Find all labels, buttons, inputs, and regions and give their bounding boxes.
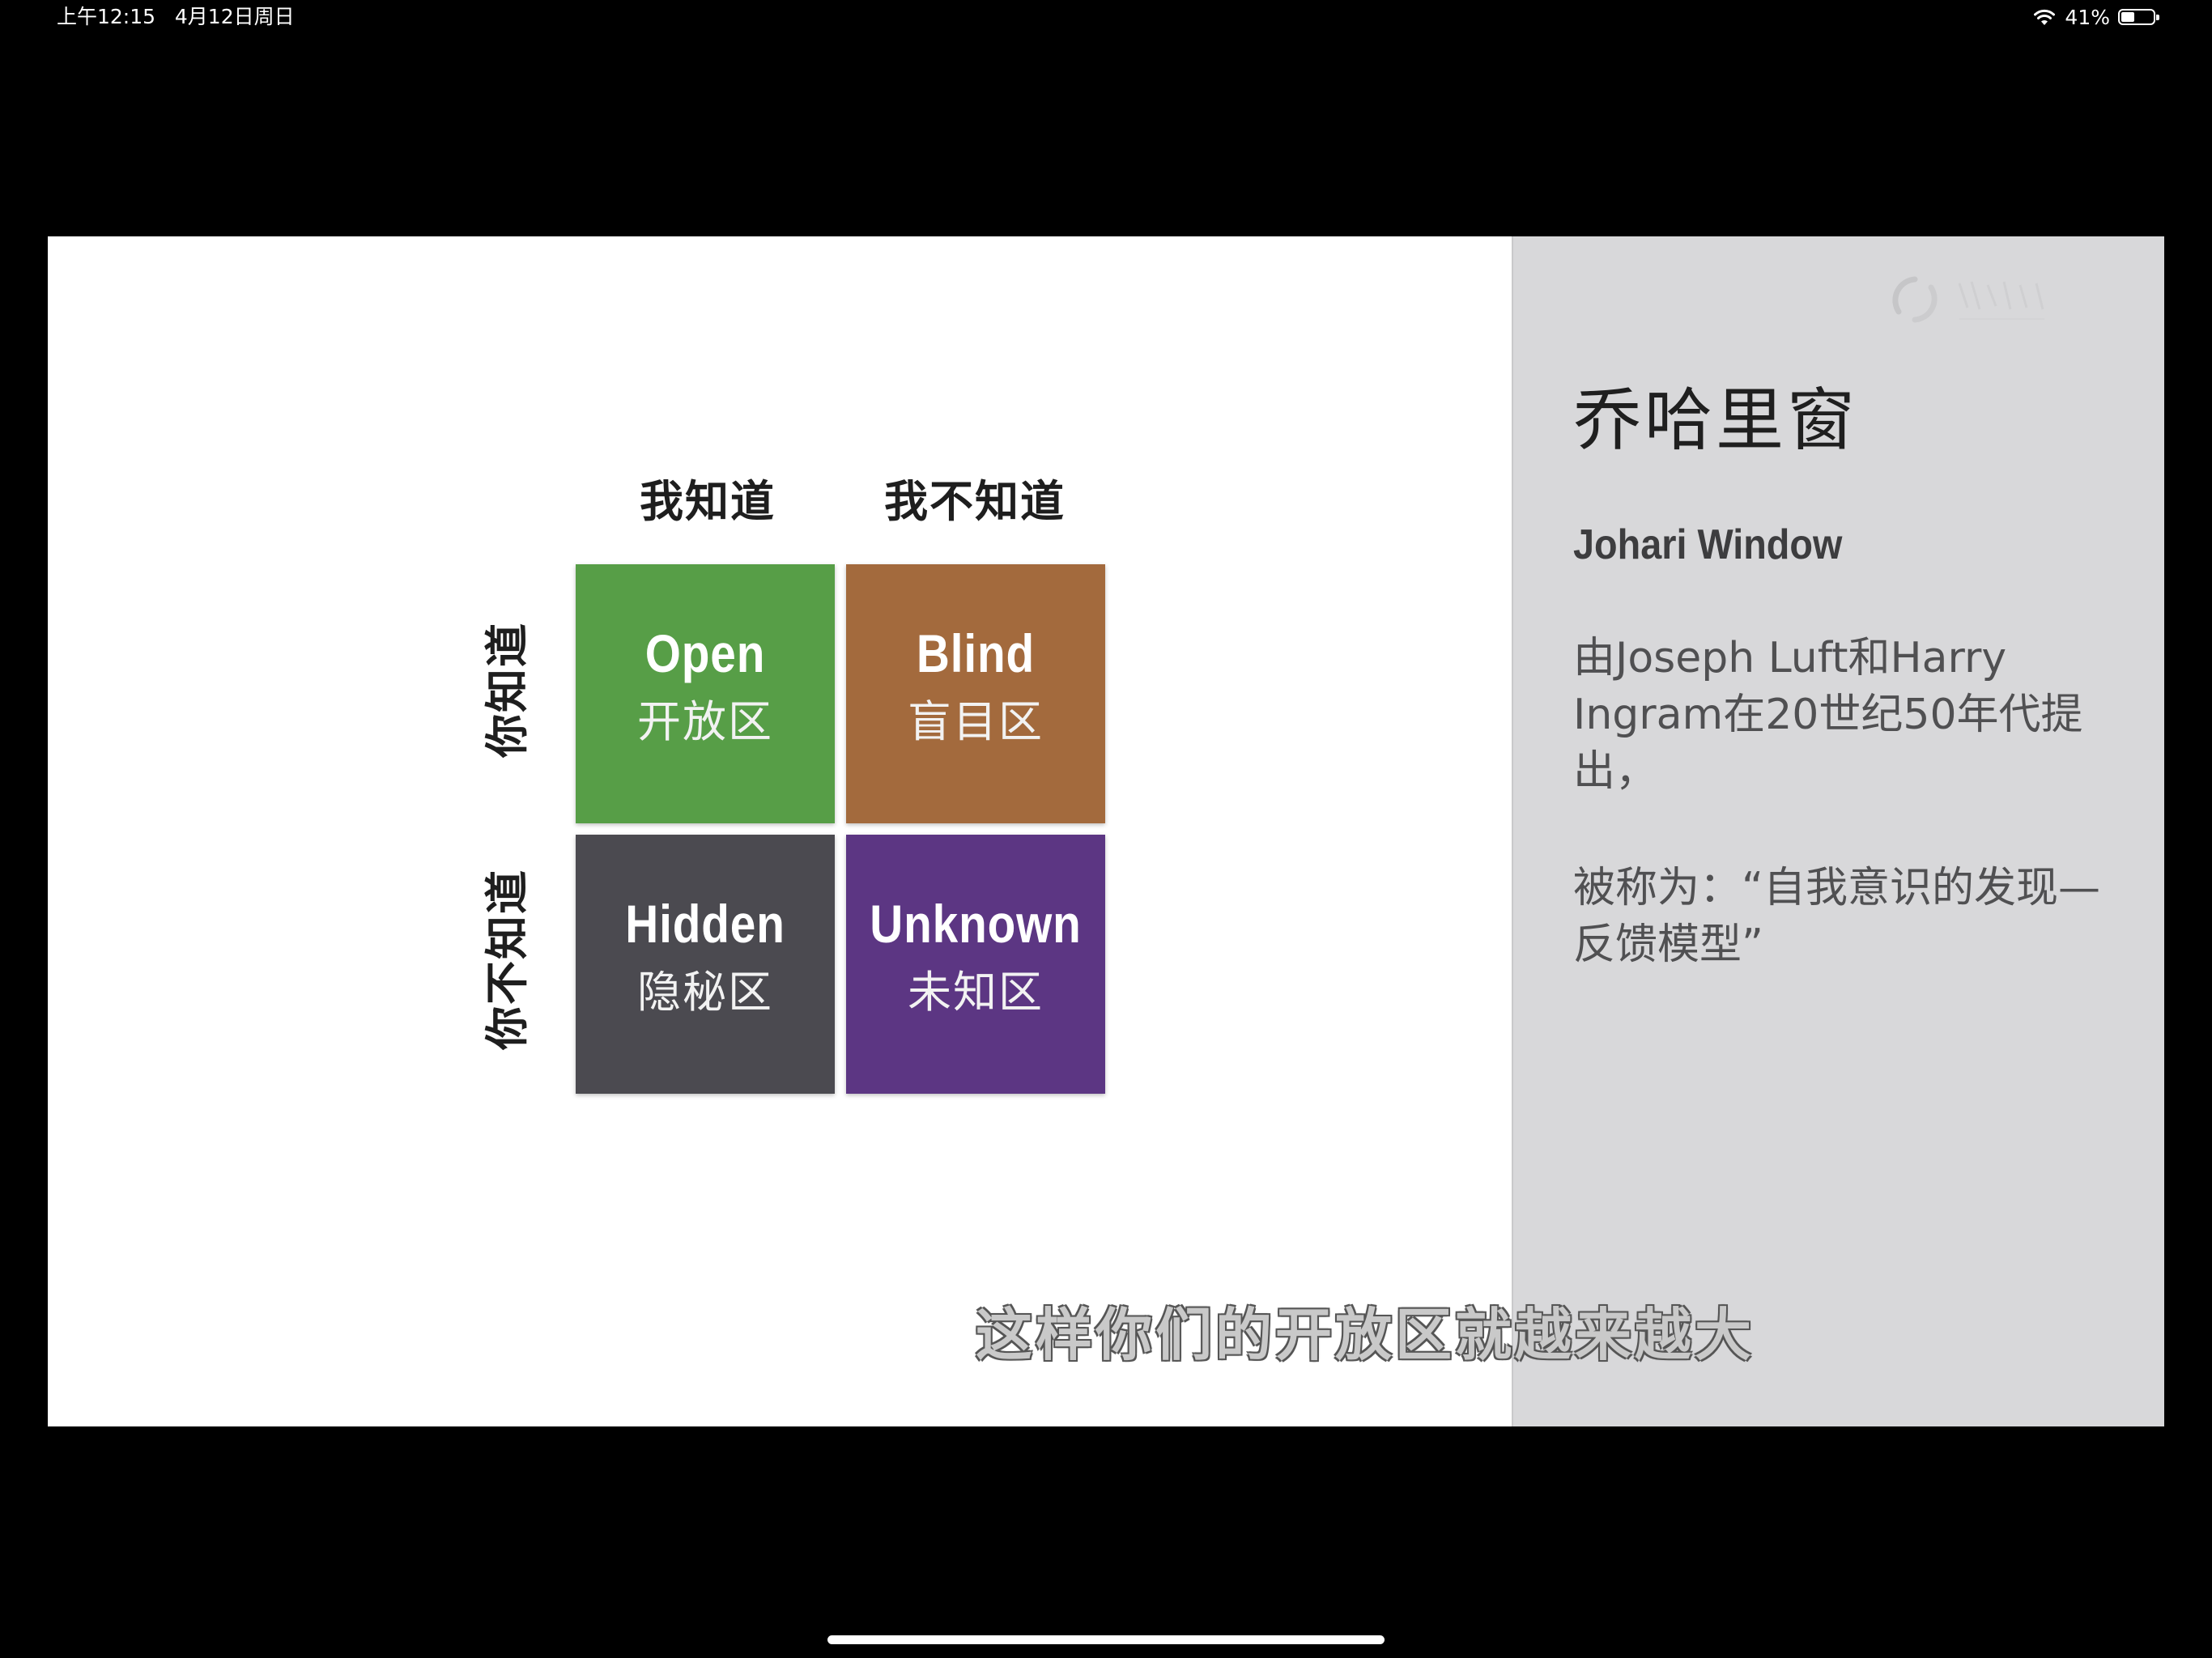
quadrant-open-title: Open [644,623,766,683]
panel-body-origin: 由Joseph Luft和Harry Ingram在20世纪50年代提出， [1573,634,2083,796]
slide-diagram-area: 我知道 我不知道 你知道 你不知道 Open 开放区 Blind 盲目区 Hid… [48,236,1512,1426]
quadrant-blind: Blind 盲目区 [846,564,1105,823]
panel-title: 乔哈里窗 [1573,380,1859,460]
wifi-icon [2032,7,2057,27]
quadrant-blind-title: Blind [916,623,1036,683]
panel-body-alias: 被称为：“自我意识的发现—反馈模型” [1573,864,2100,969]
video-subtitle: 这样你们的开放区就越来越大 [976,1302,1755,1368]
column-header-i-dont-know: 我不知道 [884,476,1066,527]
quadrant-hidden-title: Hidden [625,894,785,954]
quadrant-open-label: 开放区 [637,696,773,747]
status-indicators: 41% [2032,3,2159,31]
battery-tip [2156,15,2159,20]
video-player[interactable]: 我知道 我不知道 你知道 你不知道 Open 开放区 Blind 盲目区 Hid… [48,236,2164,1426]
slide-info-panel: 乔哈里窗 Johari Window 由Joseph Luft和Harry In… [1512,236,2164,1426]
battery-percent: 41% [2065,5,2110,29]
quadrant-unknown: Unknown 未知区 [846,835,1105,1094]
row-header-you-know: 你知道 [482,622,533,758]
home-indicator[interactable] [827,1635,1385,1644]
quadrant-unknown-title: Unknown [870,894,1082,954]
battery-fill [2121,12,2134,22]
quadrant-blind-label: 盲目区 [908,696,1044,747]
quadrant-hidden-label: 隐秘区 [637,967,773,1018]
watermark-logo [1882,267,2125,332]
quadrant-hidden: Hidden 隐秘区 [576,835,835,1094]
status-time-date: 上午12:15 4月12日周日 [57,5,295,28]
column-header-i-know: 我知道 [640,476,776,527]
panel-subtitle: Johari Window [1573,521,1843,568]
quadrant-unknown-label: 未知区 [908,967,1044,1018]
row-header-you-dont-know: 你不知道 [482,869,533,1050]
battery-icon [2118,9,2159,25]
quadrant-open: Open 开放区 [576,564,835,823]
